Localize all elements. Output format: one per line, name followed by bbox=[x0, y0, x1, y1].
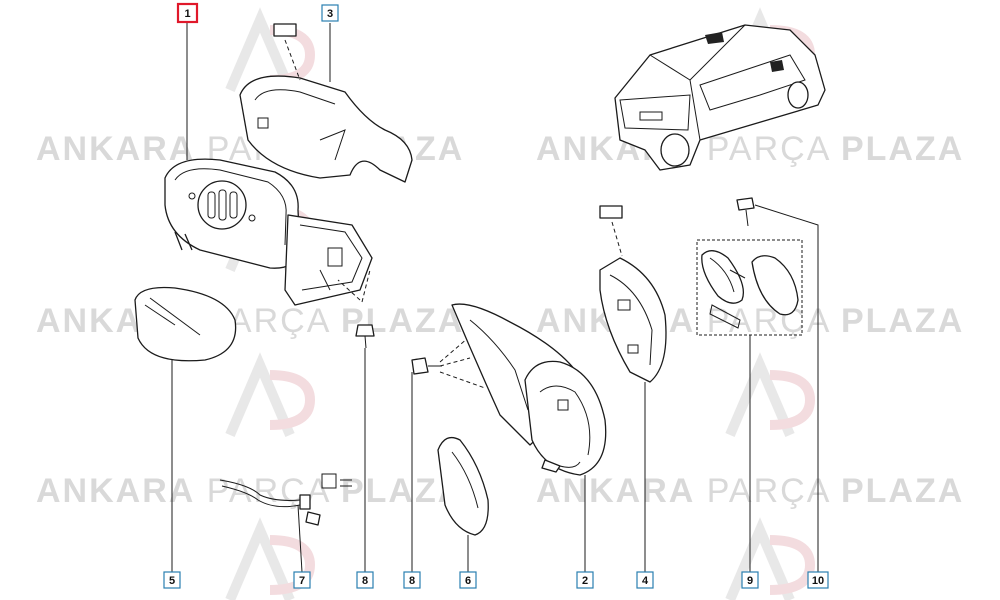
part-5-mirror-glass bbox=[134, 286, 237, 362]
svg-text:8: 8 bbox=[362, 575, 368, 587]
watermark-logo-icon bbox=[725, 352, 816, 437]
part-8-screw-left bbox=[337, 269, 375, 349]
svg-text:8: 8 bbox=[409, 575, 415, 587]
callout-6[interactable]: 6 bbox=[459, 571, 477, 589]
svg-text:7: 7 bbox=[299, 575, 305, 587]
svg-text:10: 10 bbox=[812, 575, 824, 587]
part-8-screw-middle bbox=[411, 337, 486, 389]
leader-lines bbox=[171, 23, 819, 573]
heater-icon bbox=[321, 473, 337, 489]
watermark-row: ANKARA PARÇA PLAZA bbox=[536, 472, 964, 510]
callout-7[interactable]: 7 bbox=[293, 571, 311, 589]
svg-text:5: 5 bbox=[169, 575, 175, 587]
svg-text:1: 1 bbox=[184, 8, 190, 20]
callout-8-left[interactable]: 8 bbox=[356, 571, 374, 589]
callout-8-middle[interactable]: 8 bbox=[403, 571, 421, 589]
part-6-mirror-glass bbox=[437, 436, 489, 536]
clip-icon bbox=[273, 23, 297, 37]
watermark-row: ANKARA PARÇA PLAZA bbox=[36, 302, 464, 340]
callout-3[interactable]: 3 bbox=[321, 4, 339, 22]
svg-text:6: 6 bbox=[465, 575, 471, 587]
part-7-cable bbox=[219, 473, 352, 526]
svg-text:4: 4 bbox=[642, 575, 649, 587]
part-10-screw bbox=[736, 197, 755, 227]
part-2-mirror-housing bbox=[451, 303, 607, 476]
callout-4[interactable]: 4 bbox=[636, 571, 654, 589]
watermark-row: ANKARA PARÇA PLAZA bbox=[536, 302, 964, 340]
callout-1[interactable]: 1 bbox=[176, 2, 199, 24]
part-1-mirror-assembly bbox=[164, 158, 373, 306]
part-4-mirror-cap bbox=[599, 205, 667, 383]
watermark-logo-icon bbox=[225, 352, 316, 437]
watermark-logo-icon bbox=[725, 517, 816, 600]
callout-9[interactable]: 9 bbox=[741, 571, 759, 589]
watermark-row: ANKARA PARÇA PLAZA bbox=[536, 130, 964, 168]
svg-text:9: 9 bbox=[747, 575, 753, 587]
callout-5[interactable]: 5 bbox=[163, 571, 181, 589]
part-3-mirror-cap bbox=[239, 23, 413, 183]
part-9-repair-kit bbox=[696, 239, 803, 336]
svg-text:3: 3 bbox=[327, 8, 333, 20]
callout-10[interactable]: 10 bbox=[807, 571, 829, 589]
watermark-logo-icon bbox=[225, 517, 316, 600]
callout-2[interactable]: 2 bbox=[576, 571, 594, 589]
clip-icon bbox=[599, 205, 623, 219]
svg-text:2: 2 bbox=[582, 575, 588, 587]
car-illustration bbox=[614, 24, 826, 171]
watermark-row: ANKARA PARÇA PLAZA bbox=[36, 472, 464, 510]
